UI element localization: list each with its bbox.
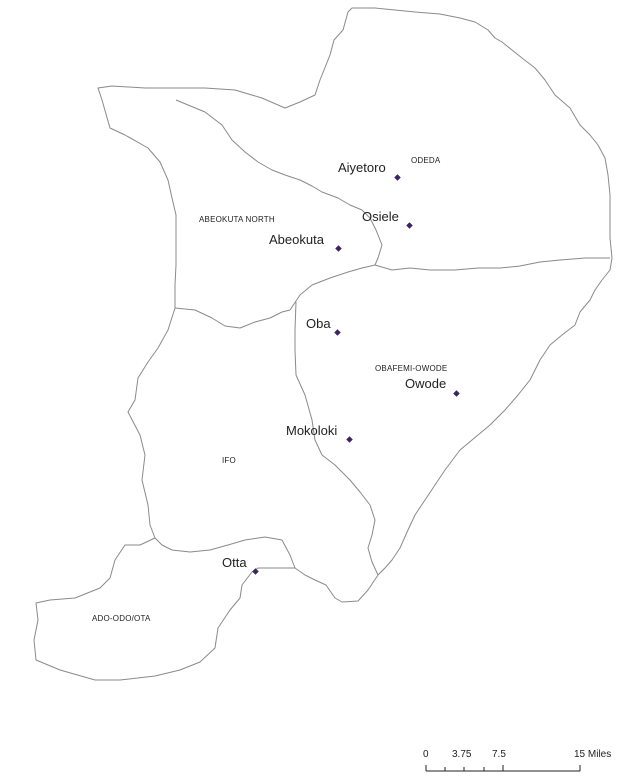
region-label-ado-odo-ota: ADO-ODO/OTA xyxy=(92,614,151,623)
boundary-odeda-abeokuta xyxy=(175,99,383,266)
town-label: Abeokuta xyxy=(269,232,325,247)
boundary-ifo-obafemi xyxy=(294,301,379,576)
town-oba[interactable]: Oba xyxy=(306,316,341,336)
town-marker-icon xyxy=(394,174,401,181)
scale-label-15-miles: 15 Miles xyxy=(574,749,611,760)
town-marker-icon xyxy=(406,222,413,229)
boundary-abeokuta-ifo xyxy=(174,307,291,329)
scale-label-7-5: 7.5 xyxy=(492,749,506,760)
town-aiyetoro[interactable]: Aiyetoro xyxy=(338,160,401,181)
outer-boundary xyxy=(33,7,613,681)
town-marker-icon xyxy=(453,390,460,397)
region-label-ifo: IFO xyxy=(222,456,236,465)
town-label: Osiele xyxy=(362,209,399,224)
town-marker-icon xyxy=(346,436,353,443)
scale-label-3-75: 3.75 xyxy=(452,749,472,760)
town-marker-icon xyxy=(335,245,342,252)
town-label: Aiyetoro xyxy=(338,160,386,175)
town-label: Mokoloki xyxy=(286,423,337,438)
scale-bar: 0 3.75 7.5 15 Miles xyxy=(423,749,611,772)
region-label-abeokuta-north: ABEOKUTA NORTH xyxy=(199,215,275,224)
town-otta[interactable]: Otta xyxy=(222,555,259,575)
boundary-ifo-ado-odo xyxy=(154,536,296,569)
town-mokoloki[interactable]: Mokoloki xyxy=(286,423,353,443)
town-osiele[interactable]: Osiele xyxy=(362,209,413,229)
scale-label-0: 0 xyxy=(423,749,429,760)
town-label: Owode xyxy=(405,376,446,391)
town-owode[interactable]: Owode xyxy=(405,376,460,397)
town-marker-icon xyxy=(334,329,341,336)
town-label: Otta xyxy=(222,555,247,570)
boundary-central-east-west xyxy=(289,257,610,311)
town-abeokuta[interactable]: Abeokuta xyxy=(269,232,342,252)
town-marker-icon xyxy=(252,568,259,575)
region-label-odeda: ODEDA xyxy=(411,156,441,165)
town-label: Oba xyxy=(306,316,331,331)
region-label-obafemi-owode: OBAFEMI-OWODE xyxy=(375,364,447,373)
